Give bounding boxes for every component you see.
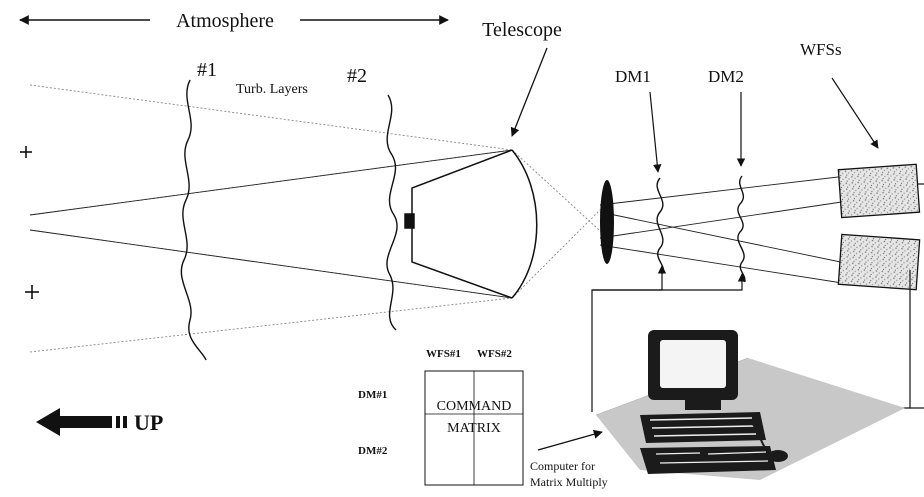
matrix-col-wfs1: WFS#1	[426, 348, 461, 360]
turb-layers-label: Turb. Layers	[236, 82, 308, 97]
star-icon	[25, 285, 39, 299]
up-label: UP	[134, 410, 163, 435]
layer-1-label: #1	[197, 59, 217, 81]
layer-2-label: #2	[347, 65, 367, 87]
turbulent-layer-1	[180, 79, 207, 361]
turbulent-layer-2	[386, 94, 398, 331]
deformable-mirror-1	[656, 177, 665, 275]
computer-pointer	[537, 429, 603, 451]
matrix-col-wfs2: WFS#2	[477, 348, 512, 360]
computer-caption-line1: Computer for	[530, 459, 595, 473]
matrix-row-dm2: DM#2	[358, 445, 388, 457]
dm1-pointer	[649, 91, 662, 173]
command-matrix	[424, 370, 524, 486]
matrix-text-matrix: MATRIX	[447, 421, 501, 436]
matrix-row-dm1: DM#1	[358, 389, 387, 401]
telescope-label: Telescope	[482, 19, 562, 41]
beam-lines	[29, 149, 856, 299]
star-icon	[20, 146, 32, 158]
wavefront-sensor-2	[837, 233, 921, 291]
lens	[600, 180, 614, 264]
telescope	[404, 149, 538, 299]
atmosphere-label: Atmosphere	[176, 10, 274, 32]
wfss-label: WFSs	[800, 40, 842, 59]
computer-icon	[595, 330, 905, 480]
wavefront-sensor-1	[837, 163, 921, 219]
wfss-pointer	[831, 77, 879, 149]
matrix-text-command: COMMAND	[437, 399, 512, 414]
dm1-label: DM1	[615, 67, 651, 86]
light-rays	[29, 84, 611, 353]
computer-caption-line2: Matrix Multiply	[530, 475, 608, 489]
deformable-mirror-2	[737, 175, 746, 283]
dm2-label: DM2	[708, 67, 744, 86]
telescope-pointer	[510, 47, 548, 137]
left-arrow-icon	[36, 408, 127, 436]
